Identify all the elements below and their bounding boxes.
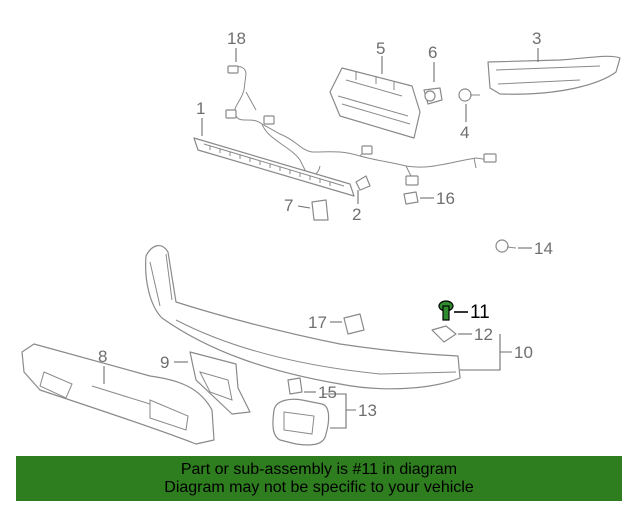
bracket-part: [329, 67, 421, 139]
callout-15: 15: [318, 383, 337, 402]
callout-2: 2: [352, 205, 361, 224]
wiring-harness-part: [225, 65, 497, 186]
fog-lamp-bezel-part: [272, 398, 330, 446]
highlighted-bolt-part: [438, 300, 454, 321]
callout-4: 4: [460, 123, 469, 142]
callout-3: 3: [532, 29, 541, 48]
banner-line-1: Part or sub-assembly is #11 in diagram: [180, 461, 458, 478]
bumper-face-bar-part: [145, 245, 461, 390]
bolt-part: [458, 88, 480, 102]
sensor-bracket-part: [343, 313, 365, 335]
callout-7: 7: [284, 196, 293, 215]
callout-8: 8: [98, 347, 107, 366]
end-cap-part: [487, 55, 621, 95]
callout-1: 1: [196, 99, 205, 118]
callout-10: 10: [514, 343, 533, 362]
callout-11: 11: [470, 302, 490, 323]
callout-13: 13: [358, 401, 377, 420]
leader-7: [297, 205, 311, 209]
callout-16: 16: [436, 189, 455, 208]
retainer-part: [311, 199, 329, 221]
nut-part: [431, 325, 457, 343]
callout-14: 14: [534, 239, 553, 258]
callout-5: 5: [376, 39, 385, 58]
banner-line-2: Diagram may not be specific to your vehi…: [164, 479, 474, 496]
callout-18: 18: [227, 29, 246, 48]
clip-part: [355, 175, 371, 191]
clip-15-part: [287, 377, 303, 395]
callout-9: 9: [160, 353, 169, 372]
callout-6: 6: [428, 43, 437, 62]
callout-17: 17: [308, 313, 327, 332]
lower-valance-part: [21, 343, 215, 445]
leader-13: [322, 393, 356, 429]
bezel-part: [189, 351, 251, 415]
push-pin-part: [423, 87, 443, 105]
bumper-strip-part: [193, 137, 355, 197]
callout-12: 12: [474, 325, 493, 344]
info-banner: Part or sub-assembly is #11 in diagram D…: [16, 456, 622, 501]
bolt-14-part: [495, 239, 517, 253]
sensor-part: [403, 191, 419, 205]
parts-diagram: 18 5 6 3 4 1 7 2 16 14 11 17 12 10 8 9 1…: [21, 29, 621, 446]
leader-10: [460, 334, 512, 371]
